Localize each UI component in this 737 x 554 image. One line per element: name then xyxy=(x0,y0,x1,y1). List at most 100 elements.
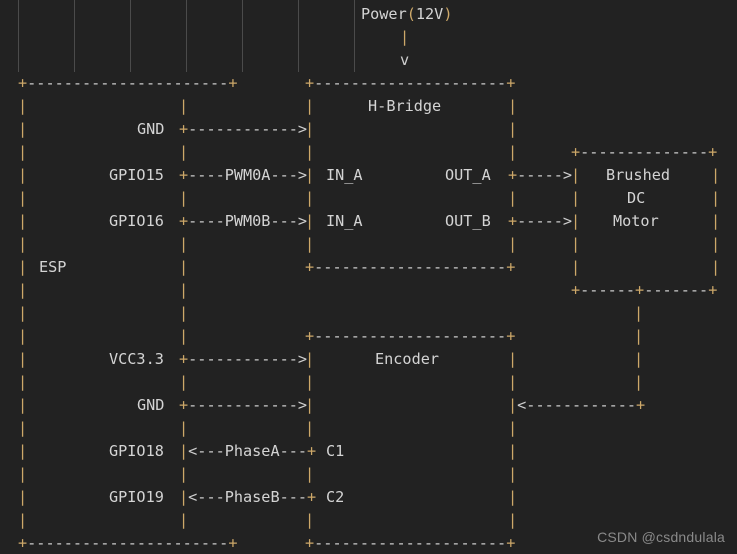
ascii-run-r0-c0: Power(12V) xyxy=(361,5,453,23)
ascii-run-r11-c4: | xyxy=(571,258,581,276)
ascii-run-r21-c1: GPIO19 xyxy=(109,488,164,506)
ascii-run-r9-c7: | xyxy=(571,212,581,230)
ascii-run-r20-c2: | xyxy=(305,465,315,483)
ascii-run-r22-c0: | xyxy=(18,511,28,529)
ascii-run-r7-c4: IN_A xyxy=(326,166,363,184)
ascii-run-r20-c1: | xyxy=(179,465,189,483)
ascii-run-r8-c4: | xyxy=(571,189,581,207)
ascii-run-r21-c2: |<---PhaseB---+ xyxy=(179,488,317,506)
ascii-run-r14-c1: | xyxy=(179,327,189,345)
ascii-run-r8-c3: | xyxy=(508,189,518,207)
ascii-run-r11-c1: ESP xyxy=(39,258,67,276)
indent-guide-3 xyxy=(186,0,187,72)
ascii-run-r22-c2: | xyxy=(305,511,315,529)
ascii-run-r9-c4: IN_A xyxy=(326,212,363,230)
ascii-run-r19-c1: GPIO18 xyxy=(109,442,164,460)
ascii-run-r14-c2: +---------------------+ xyxy=(305,327,516,345)
ascii-run-r19-c0: | xyxy=(18,442,28,460)
ascii-run-r7-c5: OUT_A xyxy=(445,166,491,184)
ascii-run-r9-c2: +----PWM0B---> xyxy=(179,212,308,230)
ascii-run-r5-c0: | xyxy=(18,120,28,138)
ascii-run-r9-c6: +-----> xyxy=(508,212,573,230)
ascii-run-r15-c1: VCC3.3 xyxy=(109,350,164,368)
ascii-run-r9-c0: | xyxy=(18,212,28,230)
ascii-run-r8-c0: | xyxy=(18,189,28,207)
ascii-run-r18-c0: | xyxy=(18,419,28,437)
ascii-run-r7-c9: | xyxy=(711,166,721,184)
indent-guide-0 xyxy=(18,0,19,72)
ascii-run-r6-c4: +--------------+ xyxy=(571,143,718,161)
ascii-run-r18-c3: | xyxy=(508,419,518,437)
ascii-run-r15-c5: | xyxy=(508,350,518,368)
ascii-run-r9-c3: | xyxy=(305,212,315,230)
ascii-run-r21-c0: | xyxy=(18,488,28,506)
ascii-run-r19-c2: |<---PhaseA---+ xyxy=(179,442,317,460)
indent-guide-5 xyxy=(298,0,299,72)
ascii-run-r5-c4: | xyxy=(508,120,518,138)
ascii-run-r3-c1: +---------------------+ xyxy=(305,74,516,92)
ascii-run-r11-c5: | xyxy=(711,258,721,276)
ascii-run-r2-c0: v xyxy=(400,51,410,69)
ascii-run-r16-c2: | xyxy=(305,373,315,391)
ascii-run-r8-c1: | xyxy=(179,189,189,207)
ascii-run-r4-c3: H-Bridge xyxy=(368,97,442,115)
csdn-watermark: CSDN @csdndulala xyxy=(597,529,725,545)
ascii-run-r11-c2: | xyxy=(179,258,189,276)
ascii-run-r20-c3: | xyxy=(508,465,518,483)
ascii-run-r23-c1: +---------------------+ xyxy=(305,534,516,552)
ascii-run-r5-c1: GND xyxy=(137,120,165,138)
ascii-run-r12-c1: | xyxy=(179,281,189,299)
ascii-run-r12-c2: +------+-------+ xyxy=(571,281,718,299)
ascii-run-r4-c4: | xyxy=(508,97,518,115)
ascii-run-r12-c0: | xyxy=(18,281,28,299)
indent-guide-4 xyxy=(242,0,243,72)
ascii-run-r18-c1: | xyxy=(179,419,189,437)
ascii-run-r8-c6: | xyxy=(711,189,721,207)
ascii-run-r10-c5: | xyxy=(711,235,721,253)
ascii-run-r15-c4: Encoder xyxy=(375,350,440,368)
ascii-run-r14-c0: | xyxy=(18,327,28,345)
ascii-run-r14-c3: | xyxy=(634,327,644,345)
ascii-run-r8-c2: | xyxy=(305,189,315,207)
ascii-run-r9-c5: OUT_B xyxy=(445,212,491,230)
ascii-run-r10-c1: | xyxy=(179,235,189,253)
ascii-run-r7-c2: +----PWM0A---> xyxy=(179,166,308,184)
ascii-run-r9-c9: | xyxy=(711,212,721,230)
ascii-run-r4-c2: | xyxy=(305,97,315,115)
ascii-run-r16-c3: | xyxy=(508,373,518,391)
indent-guide-6 xyxy=(354,0,355,72)
ascii-run-r20-c0: | xyxy=(18,465,28,483)
ascii-run-r22-c1: | xyxy=(179,511,189,529)
ascii-run-r15-c0: | xyxy=(18,350,28,368)
ascii-run-r6-c1: | xyxy=(179,143,189,161)
ascii-run-r6-c3: | xyxy=(508,143,518,161)
ascii-run-r16-c1: | xyxy=(179,373,189,391)
ascii-run-r7-c6: +-----> xyxy=(508,166,573,184)
ascii-run-r5-c2: +------------> xyxy=(179,120,308,138)
ascii-run-r17-c3: | xyxy=(305,396,315,414)
ascii-run-r7-c1: GPIO15 xyxy=(109,166,164,184)
ascii-run-r9-c8: Motor xyxy=(613,212,659,230)
ascii-run-r10-c0: | xyxy=(18,235,28,253)
ascii-run-r13-c1: | xyxy=(179,304,189,322)
ascii-run-r16-c4: | xyxy=(634,373,644,391)
ascii-run-r11-c3: +---------------------+ xyxy=(305,258,516,276)
ascii-run-r7-c7: | xyxy=(571,166,581,184)
ascii-run-r4-c1: | xyxy=(179,97,189,115)
ascii-run-r13-c2: | xyxy=(634,304,644,322)
ascii-run-r4-c0: | xyxy=(18,97,28,115)
ascii-run-r6-c0: | xyxy=(18,143,28,161)
ascii-run-r10-c3: | xyxy=(508,235,518,253)
ascii-run-r17-c2: +------------> xyxy=(179,396,308,414)
ascii-run-r19-c4: | xyxy=(508,442,518,460)
ascii-run-r6-c2: | xyxy=(305,143,315,161)
ascii-run-r13-c0: | xyxy=(18,304,28,322)
ascii-run-r19-c3: C1 xyxy=(326,442,345,460)
ascii-run-r17-c1: GND xyxy=(137,396,165,414)
indent-guide-2 xyxy=(130,0,131,72)
ascii-run-r16-c0: | xyxy=(18,373,28,391)
ascii-run-r8-c5: DC xyxy=(627,189,646,207)
ascii-run-r9-c1: GPIO16 xyxy=(109,212,164,230)
ascii-run-r17-c0: | xyxy=(18,396,28,414)
